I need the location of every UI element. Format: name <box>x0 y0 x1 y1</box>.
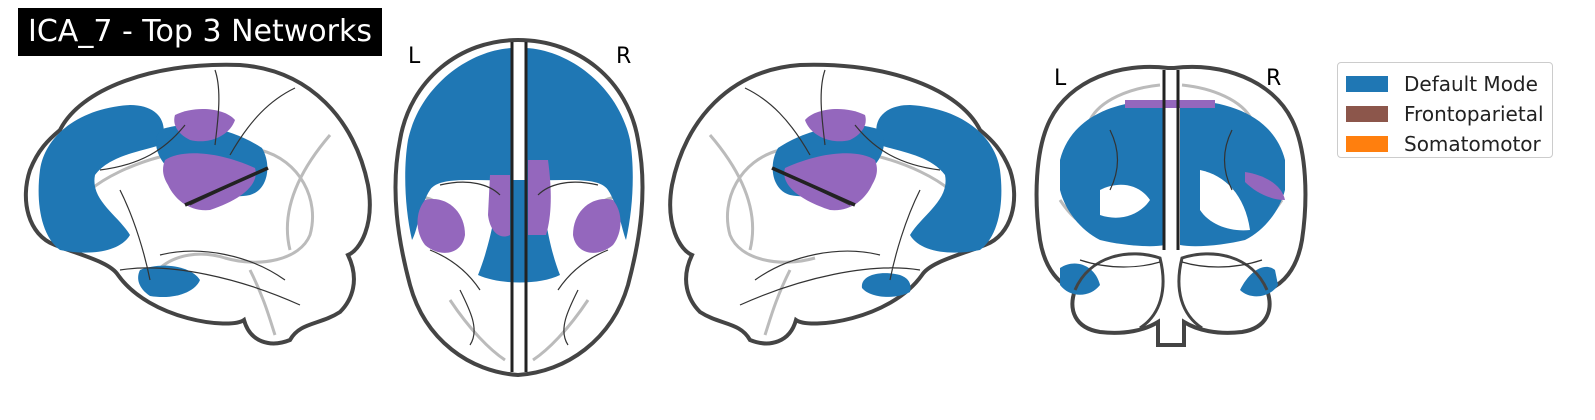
legend-label: Default Mode <box>1404 72 1538 96</box>
axial-overlap-center-right <box>528 160 551 235</box>
coronal-cerebellum-outline <box>1073 252 1269 330</box>
right-sagittal-default-mode-frontal <box>876 105 1002 253</box>
coronal-white-gap <box>1100 184 1150 218</box>
axial-right-label: R <box>616 44 632 69</box>
left-sagittal-overlap-upper <box>174 108 235 142</box>
coronal-overlap-top <box>1125 100 1215 108</box>
legend-label: Frontoparietal <box>1404 102 1544 126</box>
legend-swatch-frontoparietal <box>1346 106 1388 122</box>
coronal-overlap-right-edge <box>1245 172 1285 200</box>
coronal-sulci <box>1079 129 1263 268</box>
left-sagittal-overlap-lower <box>163 153 256 211</box>
axial-midline <box>510 42 528 372</box>
right-sagittal-inner-contour <box>708 134 951 336</box>
axial-default-mode-frontal <box>405 48 512 240</box>
right-sagittal-default-mode-temporal <box>861 273 911 297</box>
coronal-white-gap-right <box>1200 170 1250 231</box>
legend-item-frontoparietal: Frontoparietal <box>1344 99 1546 129</box>
coronal-midline <box>1162 70 1180 250</box>
axial-overlap-right <box>573 199 621 253</box>
coronal-left-label: L <box>1054 66 1067 91</box>
coronal-default-mode-right-cerebellum <box>1240 266 1278 297</box>
left-sagittal-default-mode-temporal <box>138 265 200 298</box>
legend-item-somatomotor: Somatomotor <box>1344 129 1546 159</box>
axial-left-label: L <box>408 44 421 69</box>
left-sagittal-default-mode-frontal <box>38 105 164 253</box>
legend: Default Mode Frontoparietal Somatomotor <box>1337 62 1553 158</box>
coronal-view <box>1034 64 1308 347</box>
figure-title: ICA_7 - Top 3 Networks <box>18 8 382 56</box>
right-sagittal-central-line <box>771 166 856 207</box>
left-sagittal-central-line <box>184 166 269 207</box>
right-sagittal-view <box>668 62 1017 346</box>
legend-swatch-somatomotor <box>1346 136 1388 152</box>
axial-view <box>393 37 645 378</box>
coronal-right-label: R <box>1266 66 1282 91</box>
axial-overlap-left <box>417 199 465 253</box>
axial-default-mode-frontal-right <box>526 48 633 240</box>
legend-label: Somatomotor <box>1404 132 1541 156</box>
axial-sulci <box>429 181 609 346</box>
right-sagittal-overlap-upper <box>805 108 866 142</box>
legend-swatch-default-mode <box>1346 76 1388 92</box>
legend-item-default-mode: Default Mode <box>1344 69 1546 99</box>
right-sagittal-overlap-lower <box>784 153 877 211</box>
left-sagittal-view <box>23 62 372 346</box>
